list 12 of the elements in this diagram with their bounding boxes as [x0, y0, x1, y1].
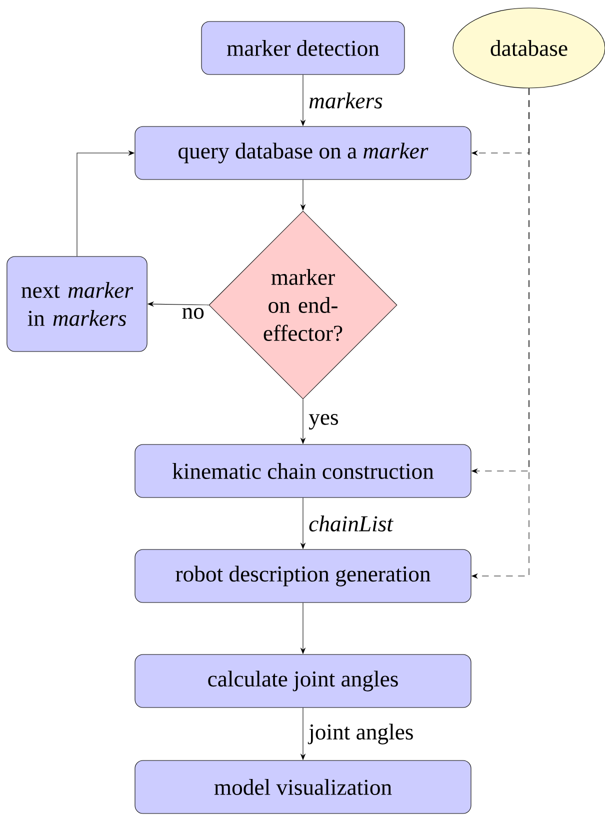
edge-label: no — [179, 305, 208, 322]
edge-label: joint angles — [306, 721, 416, 747]
process-box: query database on a marker — [134, 126, 472, 180]
process-box: calculate joint angles — [134, 654, 472, 708]
edge-label: chainList — [306, 512, 396, 534]
process-box: model visualization — [134, 760, 472, 814]
process-box: kinematic chain construction — [134, 444, 472, 498]
edge-label: yes — [306, 411, 342, 432]
process-box: marker detection — [201, 21, 405, 75]
process-box: robot description generation — [134, 549, 472, 603]
process-box: next marker in markers — [6, 256, 148, 352]
edge-label: markers — [306, 90, 386, 112]
